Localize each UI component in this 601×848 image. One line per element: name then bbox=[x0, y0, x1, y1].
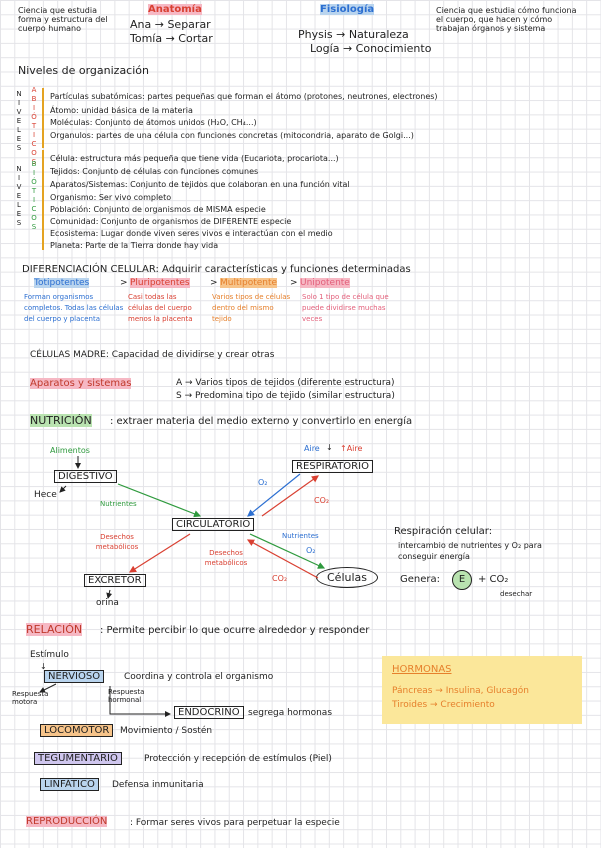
excretor-box: EXCRETOR bbox=[84, 574, 146, 587]
o2-label-1: O₂ bbox=[258, 478, 268, 487]
abiotico-organulos: Organulos: partes de una célula con func… bbox=[50, 131, 414, 140]
hormonas-pancreas: Páncreas → Insulina, Glucagón bbox=[392, 686, 529, 696]
biotico-organismo: Organismo: Ser vivo completo bbox=[50, 193, 172, 202]
respiracion-definition: intercambio de nutrientes y O₂ para cons… bbox=[398, 541, 542, 561]
anatomia-definition: Ciencia que estudia forma y estructura d… bbox=[18, 6, 108, 33]
aparatos-s: S → Predomina tipo de tejido (similar es… bbox=[176, 391, 395, 401]
multipotente-label: Multipotente bbox=[220, 278, 278, 288]
abioticos-bracket bbox=[42, 88, 47, 148]
hece-label: Hece bbox=[34, 490, 57, 500]
orina-label: orina bbox=[96, 598, 119, 608]
anatomia-row-2: Tomía → Cortar bbox=[130, 32, 213, 45]
pluripotentes-label: Pluripotentes bbox=[130, 278, 190, 288]
niveles-side-label-2: NIVELES bbox=[15, 165, 23, 228]
respuesta-hormonal: Respuesta hormonal bbox=[108, 688, 145, 704]
tegumentario-definition: Protección y recepción de estímulos (Pie… bbox=[144, 754, 332, 764]
bioticos-label: BIÓTICOS bbox=[30, 160, 38, 232]
biotico-tejidos: Tejidos: Conjunto de células con funcion… bbox=[50, 167, 259, 176]
diferenciacion-title: DIFERENCIACIÓN CELULAR: Adquirir caracte… bbox=[22, 264, 411, 275]
hormonas-tiroides: Tiroides → Crecimiento bbox=[392, 700, 495, 710]
nervioso-box: NERVIOSO bbox=[44, 670, 105, 683]
alimentos-label: Alimentos bbox=[50, 446, 90, 455]
niveles-title: Niveles de organización bbox=[18, 64, 149, 77]
celulas-madre: CÉLULAS MADRE: Capacidad de dividirse y … bbox=[30, 350, 275, 360]
abiotico-atomo: Átomo: unidad básica de la materia bbox=[50, 106, 193, 115]
biotico-aparatos: Aparatos/Sistemas: Conjunto de tejidos q… bbox=[50, 180, 350, 189]
respuesta-motora: Respuesta motora bbox=[12, 690, 49, 706]
fisiologia-title: Fisiología bbox=[320, 4, 375, 15]
nutrientes-label-1: Nutrientes bbox=[100, 500, 137, 508]
aparatos-a: A → Varios tipos de tejidos (diferente e… bbox=[176, 378, 395, 388]
aire-out-label: ↑Aire bbox=[340, 444, 363, 453]
circulatorio-box: CIRCULATORIO bbox=[172, 518, 255, 531]
biotico-poblacion: Población: Conjunto de organismos de MIS… bbox=[50, 205, 266, 214]
anatomia-row-1: Ana → Separar bbox=[130, 18, 211, 31]
nutricion-definition: : extraer materia del medio externo y co… bbox=[110, 416, 413, 427]
biotico-ecosistema: Ecosistema: Lugar donde viven seres vivo… bbox=[50, 229, 333, 238]
respiratorio-box: RESPIRATORIO bbox=[292, 460, 373, 473]
desechos-label-2: Desechos metabólicos bbox=[204, 549, 248, 567]
energia-circle: E bbox=[452, 570, 472, 590]
genera-label: Genera: bbox=[400, 574, 440, 585]
bioticos-bracket bbox=[42, 150, 47, 250]
linfatico-box: LINFÁTICO bbox=[40, 778, 99, 791]
tegumentario-box: TEGUMENTARIO bbox=[34, 752, 122, 765]
hormonas-title: HORMONAS bbox=[392, 664, 452, 675]
locomotor-box: LOCOMOTOR bbox=[40, 724, 114, 737]
nutrientes-label-2: Nutrientes bbox=[282, 532, 319, 540]
nutricion-title: NUTRICIÓN bbox=[30, 414, 92, 427]
totipotentes-desc: Forman organismos completos. Todas las c… bbox=[24, 293, 124, 323]
abiotico-particulas: Partículas subatómicas: partes pequeñas … bbox=[50, 92, 438, 101]
co2-label-1: CO₂ bbox=[314, 496, 330, 505]
anatomia-title: Anatomía bbox=[148, 4, 202, 15]
co2-label-2: CO₂ bbox=[272, 574, 288, 583]
desechar-label: desechar bbox=[500, 590, 533, 598]
biotico-comunidad: Comunidad: Conjunto de organismos de DIF… bbox=[50, 217, 292, 226]
abioticos-label: ABIÓTICOS bbox=[30, 86, 38, 167]
unipotente-desc: Solo 1 tipo de célula que puede dividirs… bbox=[302, 293, 389, 323]
co2-product: + CO₂ bbox=[478, 574, 509, 585]
endocrino-definition: segrega hormonas bbox=[248, 708, 333, 718]
fisiologia-row-2: Logía → Conocimiento bbox=[310, 42, 432, 55]
reproduccion-title: REPRODUCCIÓN bbox=[26, 816, 108, 827]
pluripotentes-desc: Casi todas las células del cuerpo menos … bbox=[128, 293, 193, 323]
locomotor-definition: Movimiento / Sostén bbox=[120, 726, 213, 736]
aparatos-title: Aparatos y sistemas bbox=[30, 378, 132, 389]
relacion-title: RELACIÓN bbox=[26, 623, 83, 636]
desechos-label-1: Desechos metabólicos bbox=[95, 533, 139, 551]
respiracion-title: Respiración celular: bbox=[394, 526, 493, 537]
niveles-side-label-1: NIVELES bbox=[15, 90, 23, 153]
nervioso-definition: Coordina y controla el organismo bbox=[124, 672, 274, 682]
hormonas-note bbox=[382, 656, 582, 724]
abiotico-moleculas: Moléculas: Conjunto de átomos unidos (H₂… bbox=[50, 118, 257, 127]
unipotente-label: Unipotente bbox=[300, 278, 350, 288]
biotico-planeta: Planeta: Parte de la Tierra donde hay vi… bbox=[50, 241, 219, 250]
linfatico-definition: Defensa inmunitaria bbox=[112, 780, 204, 790]
fisiologia-row-1: Physis → Naturaleza bbox=[298, 28, 409, 41]
estimulo-label: Estímulo bbox=[30, 650, 69, 660]
endocrino-box: ENDOCRINO bbox=[174, 706, 244, 719]
fisiologia-definition: Ciencia que estudia cómo funciona el cue… bbox=[436, 6, 577, 33]
aire-in-label: Aire bbox=[304, 444, 320, 453]
digestivo-box: DIGESTIVO bbox=[54, 470, 117, 483]
reproduccion-definition: : Formar seres vivos para perpetuar la e… bbox=[130, 818, 340, 828]
biotico-celula: Célula: estructura más pequeña que tiene… bbox=[50, 154, 339, 163]
relacion-definition: : Permite percibir lo que ocurre alreded… bbox=[100, 625, 370, 636]
totipotentes-label: Totipotentes bbox=[34, 278, 90, 288]
multipotente-desc: Varios tipos de células dentro del mismo… bbox=[212, 293, 291, 323]
o2-label-2: O₂ bbox=[306, 546, 316, 555]
